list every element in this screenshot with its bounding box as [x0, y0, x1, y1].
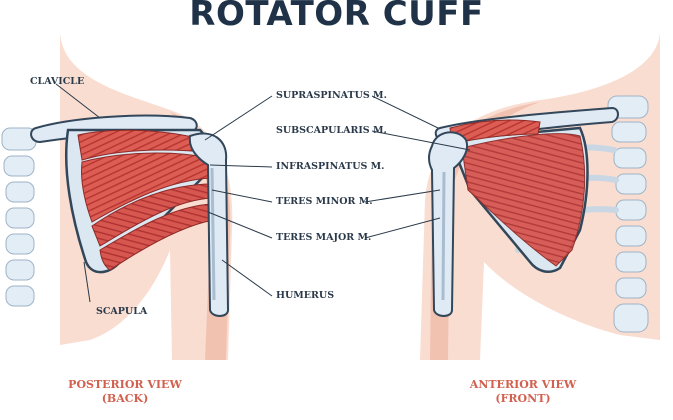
diagram-title: ROTATOR CUFF: [189, 0, 484, 34]
posterior-view: [1, 30, 233, 360]
teres-major-muscle: [99, 203, 215, 271]
posterior-view-subtitle: (BACK): [101, 392, 149, 405]
anterior-view-caption: ANTERIOR VIEW (FRONT): [458, 378, 588, 406]
anterior-view: [420, 30, 660, 360]
label-subscapularis: SUBSCAPULARIS M.: [276, 125, 387, 136]
anterior-supraspinatus-muscle: [449, 119, 541, 145]
label-teres-major: TERES MAJOR M.: [276, 232, 372, 243]
posterior-spine: [1, 127, 37, 307]
label-teres-minor: TERES MINOR M.: [276, 196, 373, 207]
infraspinatus-muscle: [81, 152, 213, 223]
label-humerus: HUMERUS: [276, 290, 335, 301]
posterior-humerus-bone: [188, 132, 230, 317]
label-clavicle: CLAVICLE: [30, 76, 85, 87]
label-scapula: SCAPULA: [96, 306, 148, 317]
anterior-view-title: ANTERIOR VIEW: [469, 378, 577, 391]
anterior-humerus-bone: [428, 131, 468, 317]
posterior-view-caption: POSTERIOR VIEW (BACK): [60, 378, 190, 406]
anterior-view-subtitle: (FRONT): [495, 392, 551, 405]
label-supraspinatus: SUPRASPINATUS M.: [276, 90, 387, 101]
subscapularis-muscle: [461, 133, 586, 267]
leader-lines: [55, 83, 471, 303]
label-infraspinatus: INFRASPINATUS M.: [276, 161, 385, 172]
posterior-view-title: POSTERIOR VIEW: [68, 378, 182, 391]
